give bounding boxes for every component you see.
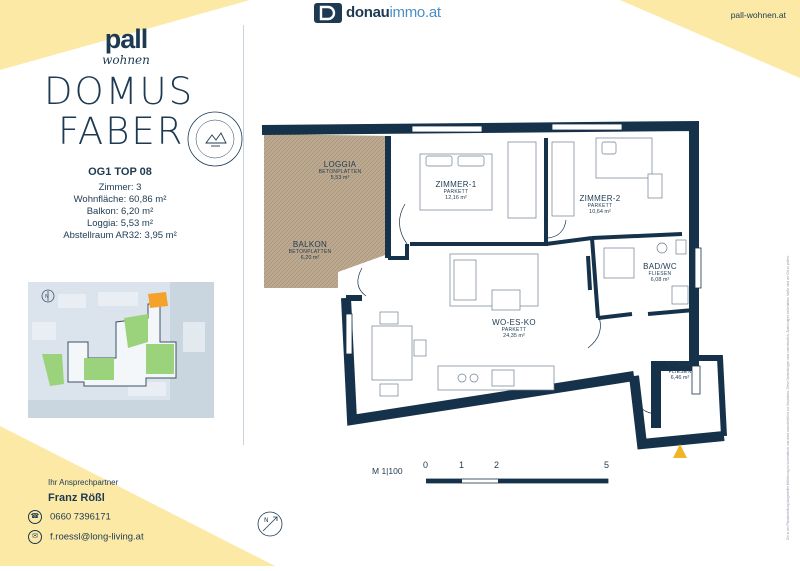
site-plan-thumbnail: N [28, 282, 214, 418]
spec-storage: Abstellraum AR32: 3,95 m² [63, 230, 177, 241]
room-label-vorraum: VORR. FLIESEN 6,46 m² [666, 360, 694, 381]
north-arrow-icon: N [256, 510, 284, 538]
spec-living-area: Wohnfläche: 60,86 m² [73, 194, 167, 205]
sidebar-divider [243, 25, 244, 445]
room-label-loggia: LOGGIA BETONPLATTEN 5,53 m² [318, 160, 362, 181]
email-icon: ✉ [28, 530, 42, 544]
portal-brand[interactable]: donauimmo.at [346, 4, 441, 21]
contact-phone: 0660 7396171 [50, 511, 111, 523]
scale-bar [425, 472, 610, 484]
project-name-line2: FABER [58, 110, 185, 153]
yellow-corner-bottom-left [0, 426, 280, 566]
room-label-zimmer-2: ZIMMER-2 PARKETT 10,64 m² [579, 194, 621, 215]
scale-tick-2: 2 [494, 460, 500, 470]
scale-tick-0: 0 [423, 460, 429, 470]
project-name: DOMUS FABER [44, 72, 194, 152]
phone-icon: ☎ [28, 510, 42, 524]
contact-label: Ihr Ansprechpartner [48, 478, 119, 487]
scale-tick-5: 5 [604, 460, 610, 470]
scale-label: M 1|100 [372, 466, 403, 476]
floor-plan [252, 118, 732, 460]
contact-phone-row[interactable]: ☎ 0660 7396171 [28, 510, 111, 524]
contact-email-row[interactable]: ✉ f.roessl@long-living.at [28, 530, 144, 544]
svg-text:N: N [45, 294, 49, 300]
pall-logo-subtitle: wohnen [102, 53, 150, 67]
unit-title: OG1 TOP 08 [88, 166, 152, 178]
yellow-corner-top-right [600, 0, 800, 80]
website-link[interactable]: pall-wohnen.at [730, 10, 786, 20]
donauimmo-logo-icon [314, 3, 342, 23]
room-label-wo-es-ko: WO-ES-KO PARKETT 24,35 m² [492, 318, 536, 339]
contact-name: Franz Rößl [48, 492, 105, 504]
yellow-corner-top-left [0, 0, 260, 150]
spec-balcony: Balkon: 6,20 m² [86, 206, 154, 217]
disclaimer-text: Die in der Planderstellung dargestellte … [786, 255, 790, 540]
room-label-bad-wc: BAD/WC FLIESEN 6,08 m² [643, 262, 677, 283]
pall-logo: pall [104, 24, 149, 54]
scale-tick-1: 1 [459, 460, 465, 470]
room-label-zimmer-1: ZIMMER-1 PARKETT 12,16 m² [435, 180, 477, 201]
svg-text:N: N [264, 517, 269, 524]
spec-rooms: Zimmer: 3 [98, 182, 142, 193]
spec-loggia: Loggia: 5,53 m² [86, 218, 153, 229]
project-name-line1: DOMUS [44, 70, 195, 113]
contact-email: f.roessl@long-living.at [50, 531, 144, 543]
room-label-balkon: BALKON BETONPLATTEN 6,20 m² [288, 240, 332, 261]
lebenstraum-badge-icon [186, 110, 244, 168]
